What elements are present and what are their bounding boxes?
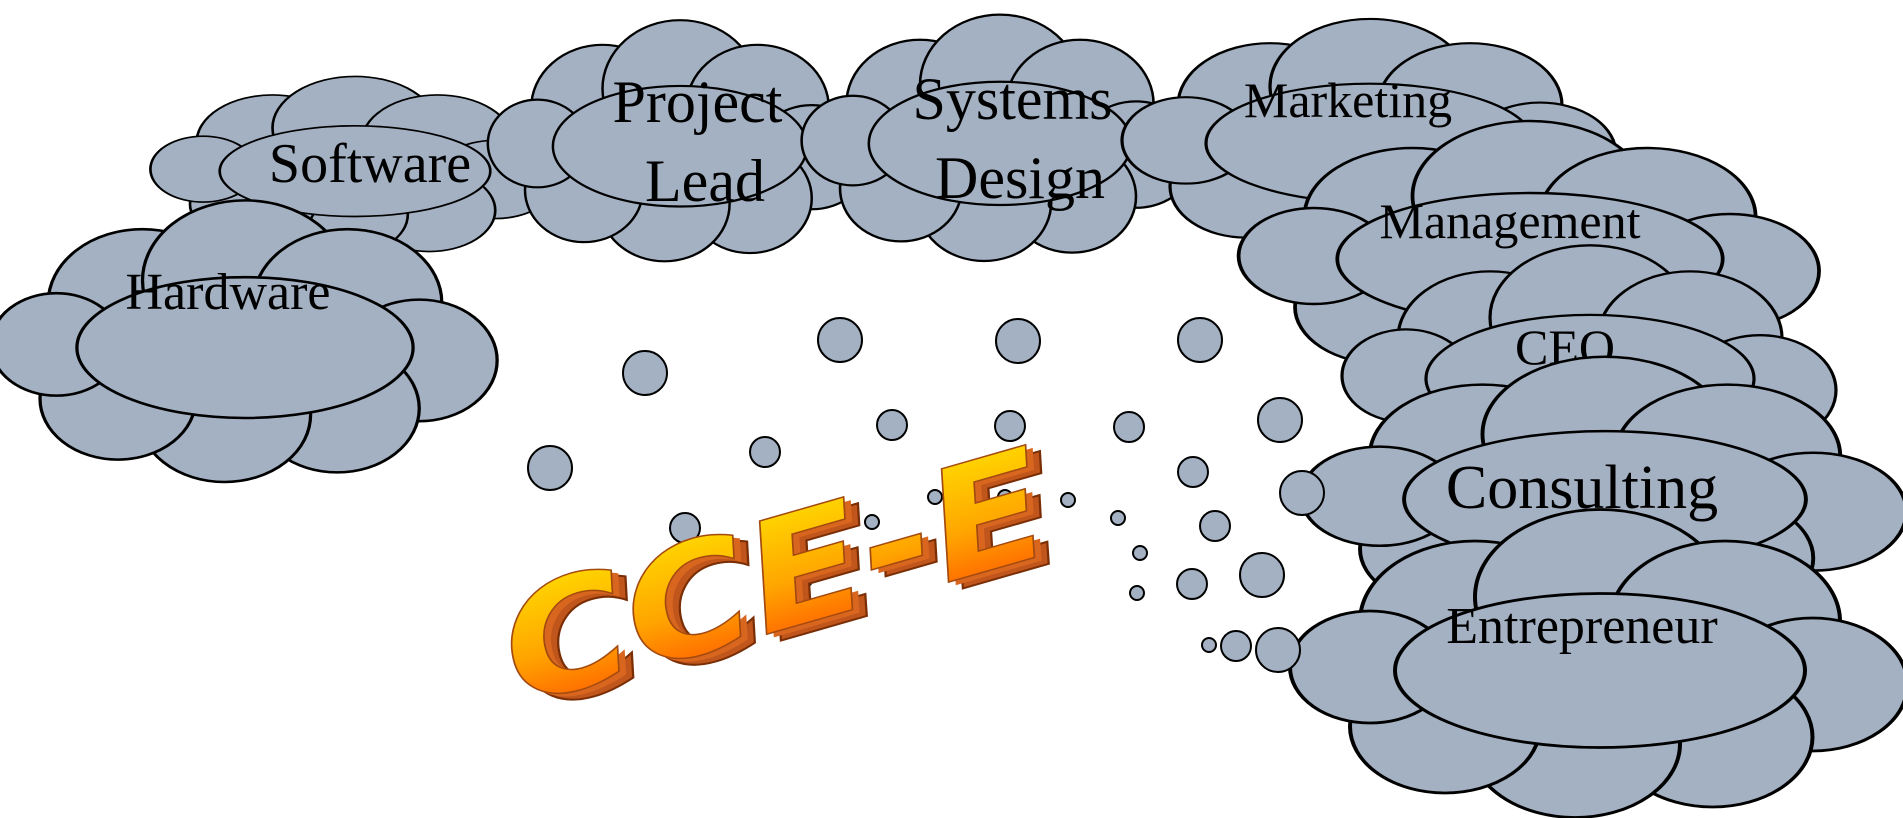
cloud-entrepreneur: Entrepreneur [1288,508,1903,818]
cloud-label-marketing: Marketing [1244,72,1452,128]
thought-bubble [876,409,908,441]
thought-bubbles [527,317,1325,673]
cloud-label-project-lead-line2: Lead [645,148,765,214]
thought-bubble [1110,510,1126,526]
thought-bubble [997,489,1013,505]
thought-bubble [1220,630,1252,662]
thought-bubble [1177,456,1209,488]
cloud-label-systems-design-line2: Design [935,145,1105,211]
cloud-label-management: Management [1379,193,1640,249]
thought-bubble [797,572,813,588]
cloud-label-hardware: Hardware [126,264,331,321]
thought-bubble [995,318,1041,364]
thought-bubble [1279,470,1325,516]
cloud-label-systems-design-line1: Systems [912,66,1112,132]
thought-bubble [1060,492,1076,508]
cloud-label-systems-design: Systems Design [912,66,1127,211]
cloud-label-project-lead: Project Lead [613,69,798,214]
thought-bubble [1199,510,1231,542]
thought-bubble [669,512,701,544]
cloud-hardware: Hardware [0,199,499,484]
thought-bubble [527,445,573,491]
cloud-label-software: Software [269,133,471,195]
thought-bubble [1176,568,1208,600]
cloud-consulting: Consulting [1299,355,1903,631]
thought-bubble [994,410,1026,442]
thought-bubble [749,436,781,468]
thought-bubble [1129,585,1145,601]
thought-bubble [1113,411,1145,443]
thought-bubble [1257,397,1303,443]
thought-bubble [1132,545,1148,561]
thought-bubble [1255,627,1301,673]
cloud-label-project-lead-line1: Project [613,69,783,135]
thought-bubble [622,350,668,396]
cloud-label-entrepreneur: Entrepreneur [1446,598,1717,655]
thought-bubble [817,317,863,363]
thought-bubble [1177,317,1223,363]
thought-bubble [864,514,880,530]
thought-bubble [1201,637,1217,653]
thought-bubble [1239,552,1285,598]
thought-bubble [927,489,943,505]
